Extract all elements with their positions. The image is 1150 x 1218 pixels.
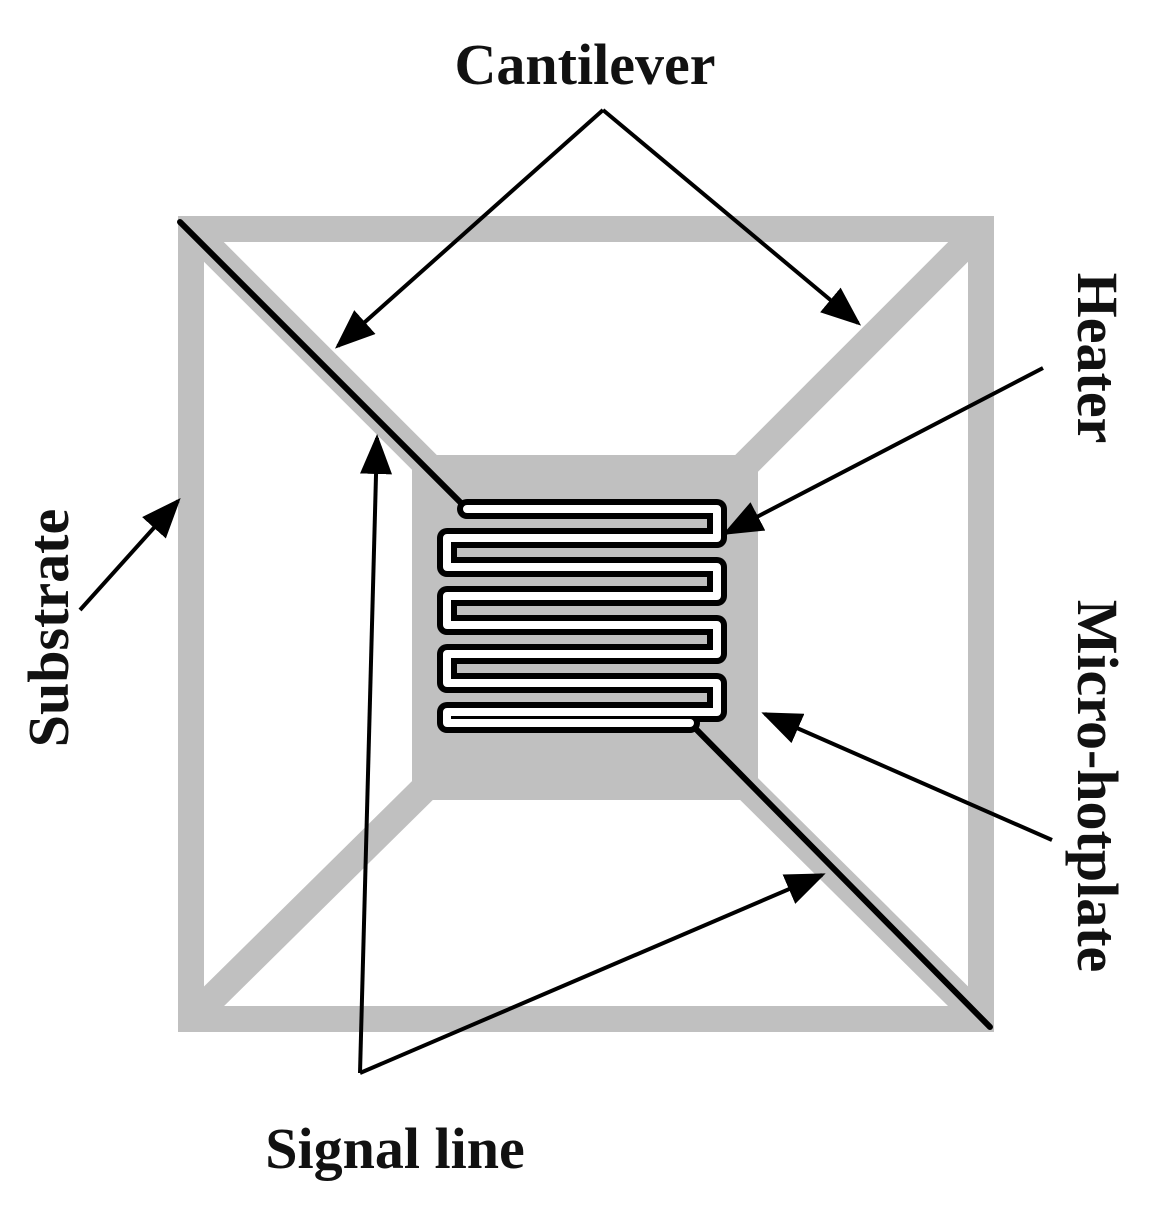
arrow-micro-hotplate (761, 712, 1053, 842)
cantilever-bottom-left (181, 775, 438, 1029)
label-heater: Heater (1065, 273, 1130, 444)
arrow-signal-line-right (359, 873, 826, 1075)
signal-lines (177, 219, 993, 1030)
heater-trace-inner (443, 505, 721, 727)
label-micro-hotplate: Micro-hotplate (1065, 600, 1130, 973)
label-signal-line: Signal line (265, 1116, 524, 1181)
cantilever-top-right (735, 219, 991, 475)
substrate-frame (178, 216, 994, 1032)
label-substrate: Substrate (16, 509, 81, 747)
arrow-cantilever-right (601, 108, 862, 326)
arrow-substrate (78, 498, 181, 612)
arrow-cantilever-left (335, 108, 605, 349)
arrow-signal-line-left (358, 434, 393, 1074)
heater-serpentine (437, 499, 727, 733)
label-cantilever: Cantilever (455, 32, 716, 97)
arrow-heater (722, 366, 1044, 535)
signal-line-top (177, 219, 470, 512)
signal-line-bottom (687, 720, 993, 1030)
callout-arrows (78, 108, 1053, 1075)
